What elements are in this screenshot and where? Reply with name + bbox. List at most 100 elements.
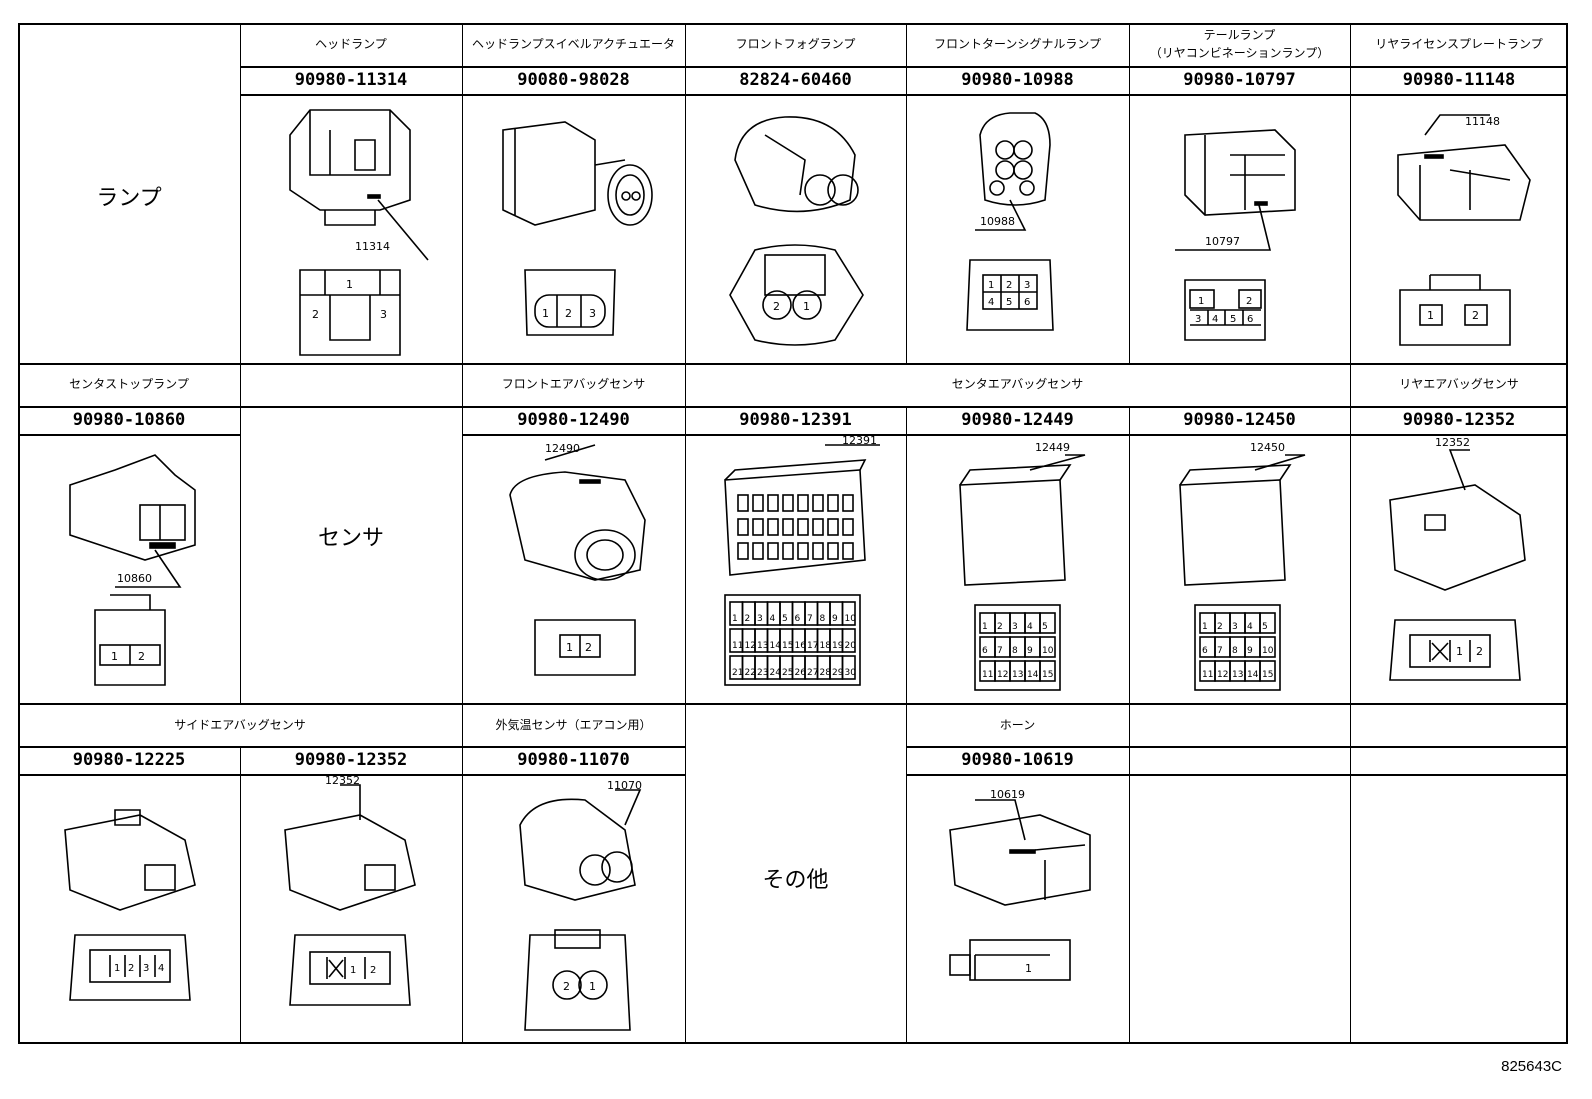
cavity (827, 494, 839, 512)
callout-label: 11148 (1465, 115, 1500, 128)
pin-label: 1 (589, 980, 596, 993)
pin-label: 7 (1217, 646, 1223, 656)
pin-label: 1 (1202, 622, 1208, 632)
pin-label: 2 (1217, 622, 1223, 632)
pin-label: 10 (845, 614, 857, 624)
pin-label: 2 (745, 614, 751, 624)
pin-label: 11 (982, 670, 993, 680)
pin-label: 29 (832, 668, 844, 678)
pin-label: 1 (566, 641, 573, 654)
col-divider (462, 23, 463, 363)
cavity (827, 542, 839, 560)
pin-label: 14 (770, 641, 782, 651)
cell-name: 外気温センサ（エアコン用） (495, 718, 652, 732)
connector-illustration-98028: 1 2 3 (502, 121, 653, 336)
pin-cell (1259, 660, 1276, 682)
pin-label: 11 (1202, 670, 1213, 680)
part-number: 82824-60460 (739, 70, 852, 90)
pin-label: 17 (807, 641, 818, 651)
connector-illustration-10619: 10619 1 (949, 788, 1091, 981)
cell-name: フロントターンシグナルランプ (933, 37, 1102, 51)
partno-band-line (18, 746, 685, 748)
connector-illustration-12352-side: 12352 1 2 (284, 774, 416, 1006)
pin-label: 4 (1212, 314, 1218, 325)
pin-label: 20 (845, 641, 857, 651)
connector-illustration-11314: 11314 1 2 3 (289, 109, 429, 356)
callout-label: 12391 (842, 434, 877, 447)
cavity (737, 518, 749, 536)
pin-label: 3 (1232, 622, 1238, 632)
callout-label: 12450 (1250, 441, 1285, 454)
col-divider (685, 23, 686, 363)
pin-label: 1 (1427, 309, 1434, 322)
part-number: 90980-12352 (294, 750, 408, 770)
part-number: 90980-12352 (1402, 410, 1516, 430)
cavity (782, 518, 794, 536)
pin-label: 10 (1262, 646, 1274, 656)
col-divider (685, 363, 686, 703)
cavity (767, 518, 779, 536)
cell-name: フロントエアバッグセンサ (501, 377, 646, 391)
category-other: その他 (762, 868, 829, 893)
part-number: 90980-11314 (294, 70, 408, 90)
cavity (812, 494, 824, 512)
cavity (782, 542, 794, 560)
col-divider (1350, 23, 1351, 363)
pin-label: 14 (1027, 670, 1039, 680)
pin-label: 13 (757, 641, 768, 651)
pin-label: 1 (350, 965, 356, 976)
pin-label: 8 (1012, 646, 1018, 656)
pin-label: 6 (1247, 314, 1253, 325)
pin-label: 5 (1042, 622, 1048, 632)
pin-label: 3 (1012, 622, 1018, 632)
partno-band-line (462, 434, 1568, 436)
pin-label: 8 (1232, 646, 1238, 656)
pin-label: 2 (563, 980, 570, 993)
pin-label: 3 (589, 307, 596, 320)
pin-label: 13 (1232, 670, 1243, 680)
pin-label: 1 (982, 622, 988, 632)
pin-label: 2 (565, 307, 572, 320)
pin-label: 1 (988, 280, 994, 291)
callout-label: 10988 (980, 215, 1015, 228)
connector-illustration-12352: 12352 1 2 (1389, 436, 1526, 681)
col-divider (1129, 23, 1130, 363)
pin-label: 25 (782, 668, 793, 678)
pin-label: 22 (745, 668, 756, 678)
cavity (782, 494, 794, 512)
col-divider (1129, 703, 1130, 1044)
pin-label: 15 (1042, 670, 1053, 680)
pin-label: 1 (114, 963, 120, 974)
pin-label: 3 (1195, 314, 1201, 325)
cavity (737, 494, 749, 512)
pin-label: 26 (795, 668, 807, 678)
cavity (767, 494, 779, 512)
partno-band-line (240, 94, 1568, 96)
cell-name: テールランプ (1203, 28, 1276, 42)
pin-label: 2 (138, 650, 145, 663)
pin-label: 13 (1012, 670, 1023, 680)
partno-band-line (18, 406, 1568, 408)
pin-label: 3 (1024, 280, 1030, 291)
connector-illustration-12490: 12490 1 2 (509, 442, 646, 676)
pin-label: 2 (1006, 280, 1012, 291)
cell-name: フロントフォグランプ (735, 37, 856, 51)
callout-label: 10797 (1205, 235, 1240, 248)
pin-label: 4 (770, 614, 776, 624)
pin-cell (1259, 612, 1276, 634)
part-number: 90980-10860 (72, 410, 186, 430)
pin-cell (1259, 636, 1276, 658)
pin-label: 1 (1198, 296, 1204, 307)
pin-label: 4 (1027, 622, 1033, 632)
cell-name-sub: （リヤコンビネーションランプ） (1149, 46, 1330, 60)
pin-label: 8 (820, 614, 826, 624)
pin-label: 2 (773, 300, 780, 313)
callout-label: 11070 (607, 779, 642, 792)
col-divider (1350, 703, 1351, 1044)
col-divider (906, 23, 907, 363)
pin-label: 12 (997, 670, 1008, 680)
table-frame (18, 23, 1568, 1044)
cavity (797, 518, 809, 536)
